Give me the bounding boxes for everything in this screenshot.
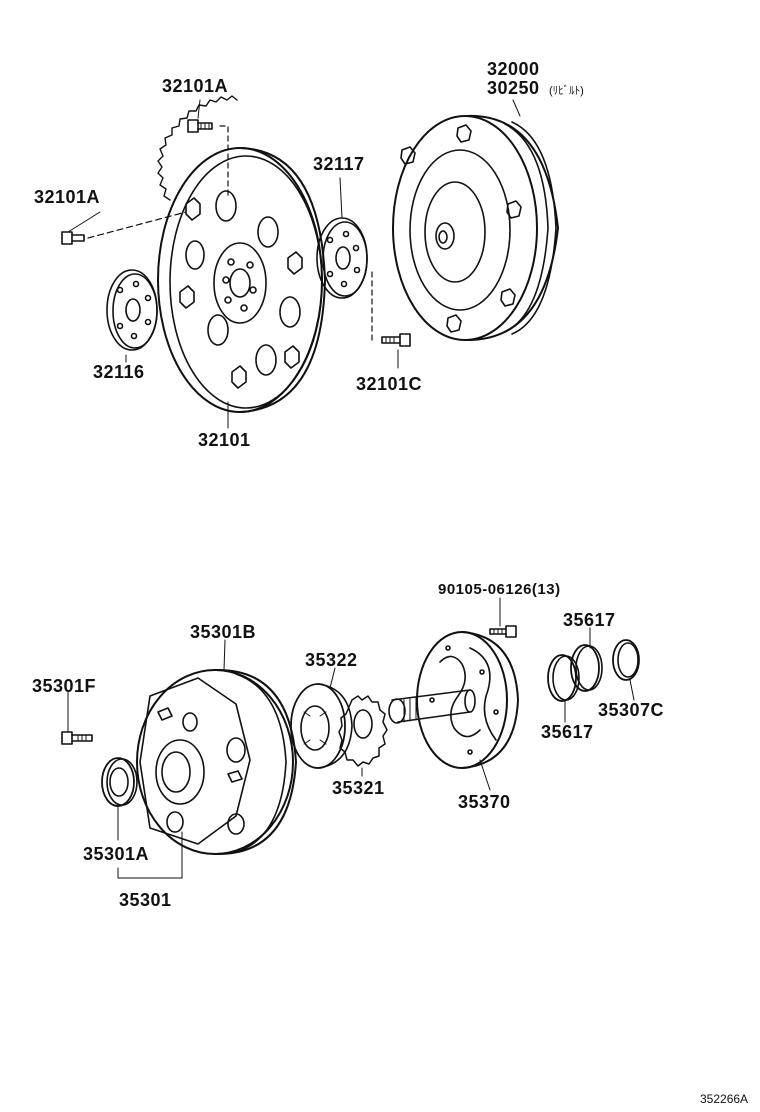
plate-32116-drawing xyxy=(107,270,157,350)
label-drive-gear: 35321 xyxy=(332,778,385,798)
label-bolt-90105: 90105-06126(13) xyxy=(438,581,561,598)
bolt-35301f-drawing xyxy=(62,732,92,744)
stator-shaft-drawing xyxy=(389,632,518,768)
torque-converter-drawing xyxy=(393,116,558,340)
label-torque-converter-rebuilt: 30250 xyxy=(487,78,540,98)
label-plate-32117: 32117 xyxy=(313,154,365,174)
pump-body-drawing xyxy=(137,670,296,854)
label-drive-plate: 32101 xyxy=(198,430,251,450)
label-rebuilt-note: (ﾘﾋﾞﾙﾄ) xyxy=(549,85,584,97)
oil-seal-drawing xyxy=(102,758,137,806)
leader-lines-top xyxy=(68,100,520,428)
label-pump-assy: 35301 xyxy=(119,890,172,910)
seal-rings-drawing xyxy=(548,645,602,701)
driven-gear-drawing xyxy=(291,684,352,768)
snap-ring-drawing xyxy=(613,640,639,680)
label-seal-ring-top: 35617 xyxy=(563,610,616,630)
drive-plate-drawing xyxy=(158,96,325,412)
label-bolt-35301f: 35301F xyxy=(32,676,97,696)
diagram-id: 352266A xyxy=(700,1092,749,1106)
label-stator-shaft: 35370 xyxy=(458,792,511,812)
label-driven-gear: 35322 xyxy=(305,650,358,670)
bolt-32101c-drawing xyxy=(372,272,410,346)
bolt-32101a-top-drawing xyxy=(188,120,228,198)
label-plate-32116: 32116 xyxy=(93,362,145,382)
drive-gear-drawing xyxy=(339,696,387,766)
label-seal-ring-bottom: 35617 xyxy=(541,722,594,742)
leader-lines-bottom xyxy=(68,598,634,878)
label-snap-ring: 35307C xyxy=(598,700,665,720)
label-oil-seal: 35301A xyxy=(83,844,150,864)
label-torque-converter: 32000 xyxy=(487,59,540,79)
bolt-90105-drawing xyxy=(490,626,516,637)
label-bolt-32101c: 32101C xyxy=(356,374,423,394)
label-bolt-32101a-top: 32101A xyxy=(162,76,229,96)
plate-32117-drawing xyxy=(317,218,367,298)
label-pump-body: 35301B xyxy=(190,622,257,642)
bolt-32101a-left-drawing xyxy=(62,212,186,244)
label-bolt-32101a-left: 32101A xyxy=(34,187,101,207)
